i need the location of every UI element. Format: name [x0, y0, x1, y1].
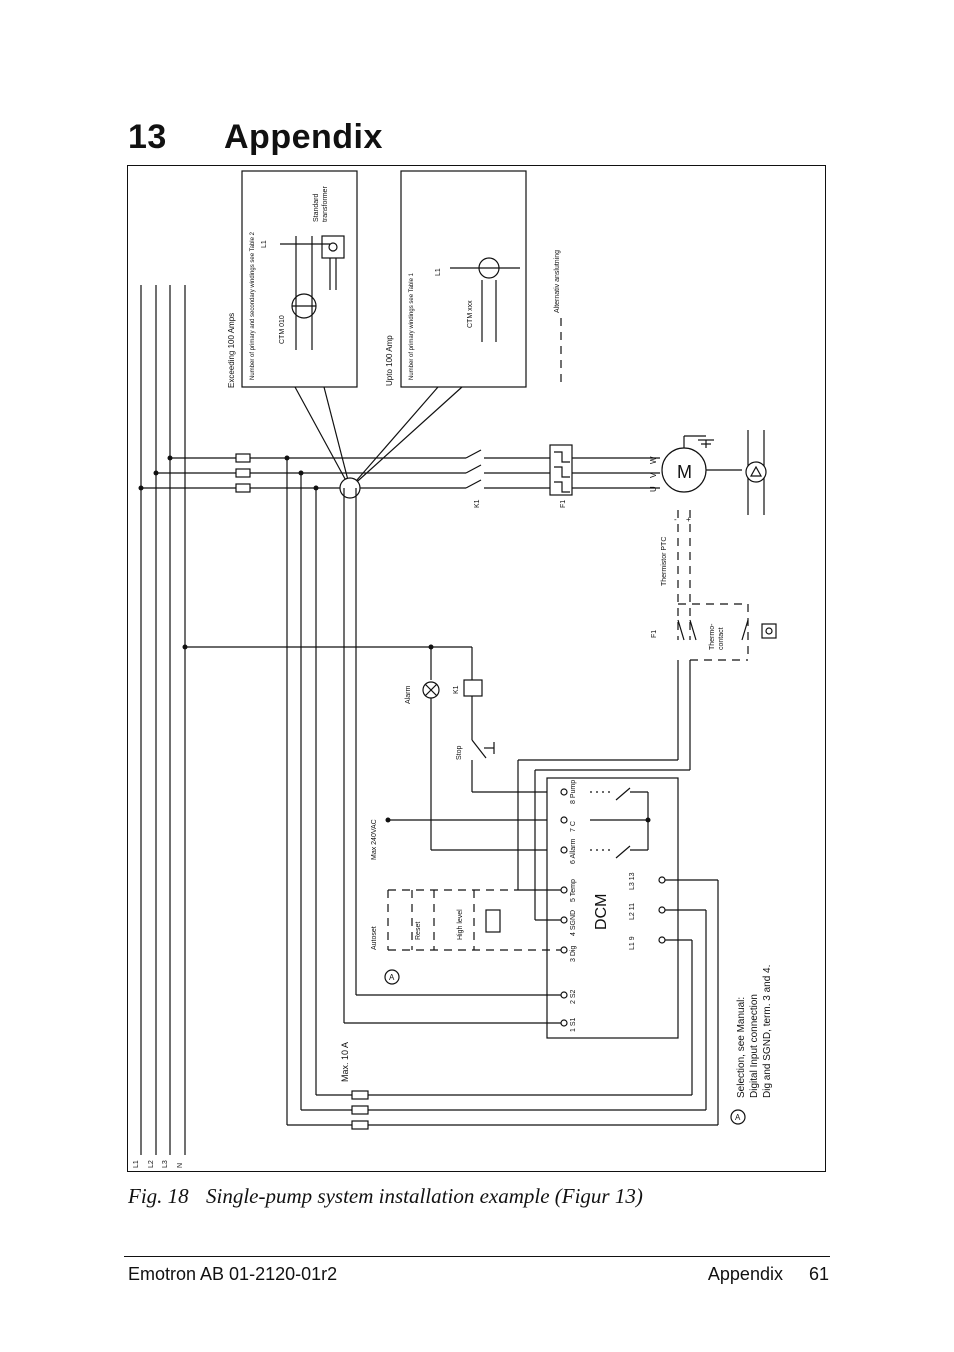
upto-windings: Number of primary windings see Table 1	[409, 272, 415, 380]
heading-number: 13	[128, 118, 167, 156]
dcm-terminal-3: 3 Dig	[570, 946, 577, 962]
dcm-terminal-7: 7 C	[570, 821, 577, 832]
motor-terminal-w: W	[649, 456, 658, 464]
exceeding-windings: Number of primary and secondary windings…	[250, 231, 256, 380]
alarm-lamp-label: Alarm	[405, 686, 412, 704]
k1-coil-label: K1	[453, 685, 460, 694]
ctm-xxx-label: CTM xxx	[467, 300, 474, 328]
dcm-terminal-6: 6 Allarm	[570, 839, 577, 864]
phase-label-n: N	[177, 1163, 184, 1168]
heading-title: Appendix	[224, 118, 383, 156]
exceeding-phase: L1	[261, 240, 268, 248]
autoset-label: Autoset	[371, 926, 378, 950]
footer-page-number: 61	[808, 1264, 829, 1284]
dcm-terminal-11: L2 11	[629, 903, 636, 920]
figure-frame	[127, 165, 826, 1172]
motor-label: M	[677, 462, 692, 482]
selection-note-2: Digital Input connection	[749, 994, 760, 1098]
thermistor-plus: +	[686, 515, 691, 524]
footer-page-info: Appendix 61	[708, 1264, 829, 1285]
phase-label-l1: L1	[133, 1160, 140, 1168]
selection-note-3: Dig and SGND, term. 3 and 4.	[762, 965, 773, 1098]
footer-divider	[124, 1256, 830, 1257]
alternative-label: Alternativ anslutning	[554, 250, 561, 313]
upto-phase: L1	[435, 268, 442, 276]
dcm-terminal-5: 5 Temp	[570, 879, 577, 902]
thermo-contact-label: Thermo-contact	[709, 623, 725, 650]
thermistor-minus: -	[674, 515, 677, 524]
motor-terminal-v: V	[649, 472, 658, 478]
dcm-terminal-2: 2 S2	[570, 989, 577, 1004]
footer-section: Appendix	[707, 1264, 783, 1284]
dcm-label: DCM	[593, 894, 610, 930]
upto-title: Upto 100 Amp	[385, 335, 394, 386]
ctm-010-label: CTM 010	[279, 315, 286, 344]
dcm-terminal-1: 1 S1	[570, 1017, 577, 1032]
phase-label-l3: L3	[162, 1160, 169, 1168]
upto-box	[400, 170, 527, 388]
dcm-terminal-9: L1 9	[629, 936, 636, 950]
k1-contact-label: K1	[474, 499, 481, 508]
page-heading: 13 Appendix	[128, 118, 383, 157]
reset-label: Reset	[415, 922, 422, 940]
marker-a-input: A	[389, 973, 395, 982]
stop-label: Stop	[456, 745, 463, 760]
dcm-terminal-13: L3 13	[629, 872, 636, 890]
marker-a-note: A	[735, 1113, 741, 1122]
max-voltage-label: Max 240VAC	[371, 819, 378, 860]
high-level-label: High level	[457, 909, 464, 940]
footer-doc-id: Emotron AB 01-2120-01r2	[128, 1264, 338, 1284]
dcm-terminal-8: 8 Pump	[570, 780, 577, 804]
selection-note-1: Selection, see Manual:	[736, 997, 747, 1098]
exceeding-box	[241, 170, 358, 388]
phase-label-l2: L2	[148, 1160, 155, 1168]
f1-overload-label: F1	[560, 500, 567, 508]
figure-number: Fig. 18	[128, 1184, 189, 1208]
dcm-terminal-4: 4 SGND	[570, 910, 577, 936]
figure-title: Single-pump system installation example …	[206, 1184, 643, 1208]
figure-caption: Fig. 18 Single-pump system installation e…	[128, 1184, 643, 1209]
thermistor-label: Thermistor PTC	[661, 537, 668, 586]
f1-aux-label: F1	[651, 630, 658, 638]
exceeding-title: Exceeding 100 Amps	[227, 313, 236, 388]
motor-terminal-u: U	[649, 486, 658, 492]
max-current-label: Max. 10 A	[340, 1042, 350, 1082]
